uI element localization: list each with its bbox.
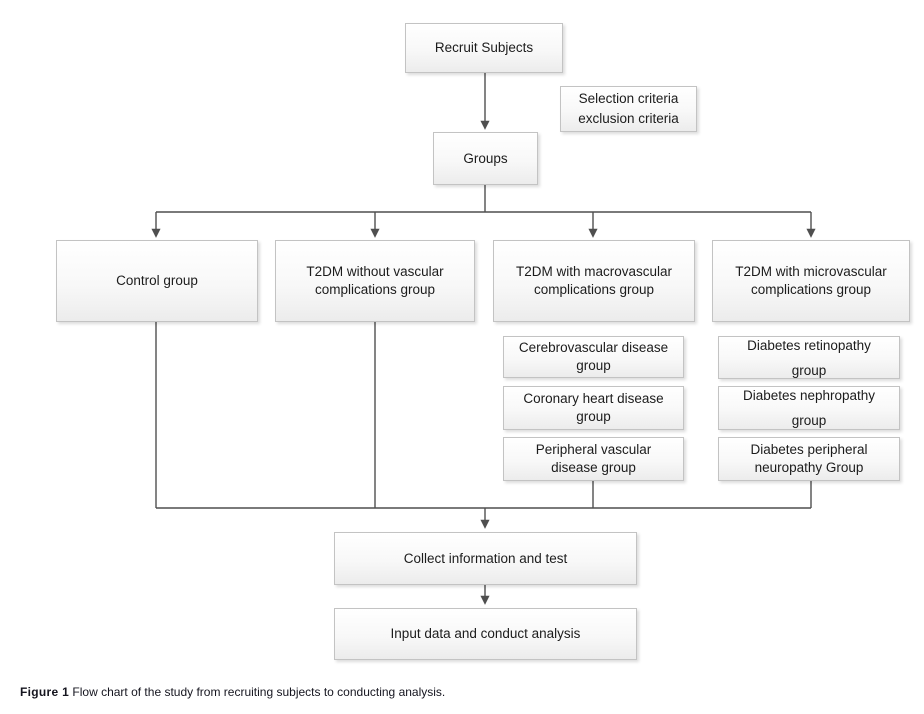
node-groups: Groups [433, 132, 538, 185]
node-label: disease group [551, 460, 636, 475]
node-peripheral-vascular-disease: Peripheral vascular disease group [503, 437, 684, 481]
node-label: neuropathy Group [754, 460, 864, 475]
node-collect-information: Collect information and test [334, 532, 637, 585]
node-coronary-heart-disease: Coronary heart disease group [503, 386, 684, 430]
node-recruit-subjects: Recruit Subjects [405, 23, 563, 73]
node-label: group [576, 409, 611, 424]
node-label: complications group [533, 282, 655, 297]
node-label: Collect information and test [403, 550, 568, 566]
node-cerebrovascular-disease: Cerebrovascular disease group [503, 336, 684, 378]
node-label: Coronary heart disease [523, 391, 664, 406]
node-label: complications group [314, 282, 436, 297]
node-label: Diabetes peripheral [750, 442, 868, 457]
figure-caption-label: Figure 1 [20, 685, 70, 699]
figure-caption-text: Flow chart of the study from recruiting … [69, 685, 446, 699]
node-input-data-analysis: Input data and conduct analysis [334, 608, 637, 660]
node-label: T2DM with microvascular [735, 264, 887, 279]
node-label: complications group [750, 282, 872, 297]
node-label: T2DM without vascular [306, 264, 444, 279]
node-diabetes-retinopathy: Diabetes retinopathy group [718, 336, 900, 379]
node-label: exclusion criteria [578, 111, 679, 126]
node-control-group: Control group [56, 240, 258, 322]
node-t2dm-without-vascular: T2DM without vascular complications grou… [275, 240, 475, 322]
node-label: group [791, 413, 827, 428]
node-t2dm-macrovascular: T2DM with macrovascular complications gr… [493, 240, 695, 322]
node-t2dm-microvascular: T2DM with microvascular complications gr… [712, 240, 910, 322]
node-diabetes-nephropathy: Diabetes nephropathy group [718, 386, 900, 430]
node-label: T2DM with macrovascular [515, 264, 673, 279]
node-label: Selection criteria [578, 91, 679, 106]
node-label: Diabetes retinopathy [747, 337, 871, 353]
node-label: Recruit Subjects [434, 40, 534, 55]
node-label: group [576, 358, 611, 373]
node-label: Peripheral vascular [535, 442, 652, 457]
node-selection-criteria: Selection criteria exclusion criteria [560, 86, 697, 132]
node-label: Input data and conduct analysis [390, 626, 581, 641]
node-label: Groups [463, 150, 508, 166]
node-label: group [791, 362, 827, 378]
figure-caption: Figure 1 Flow chart of the study from re… [20, 685, 445, 700]
node-label: Cerebrovascular disease [518, 340, 669, 355]
node-label: Diabetes nephropathy [742, 388, 876, 403]
node-label: Control group [116, 273, 198, 288]
node-diabetes-peripheral-neuropathy: Diabetes peripheral neuropathy Group [718, 437, 900, 481]
